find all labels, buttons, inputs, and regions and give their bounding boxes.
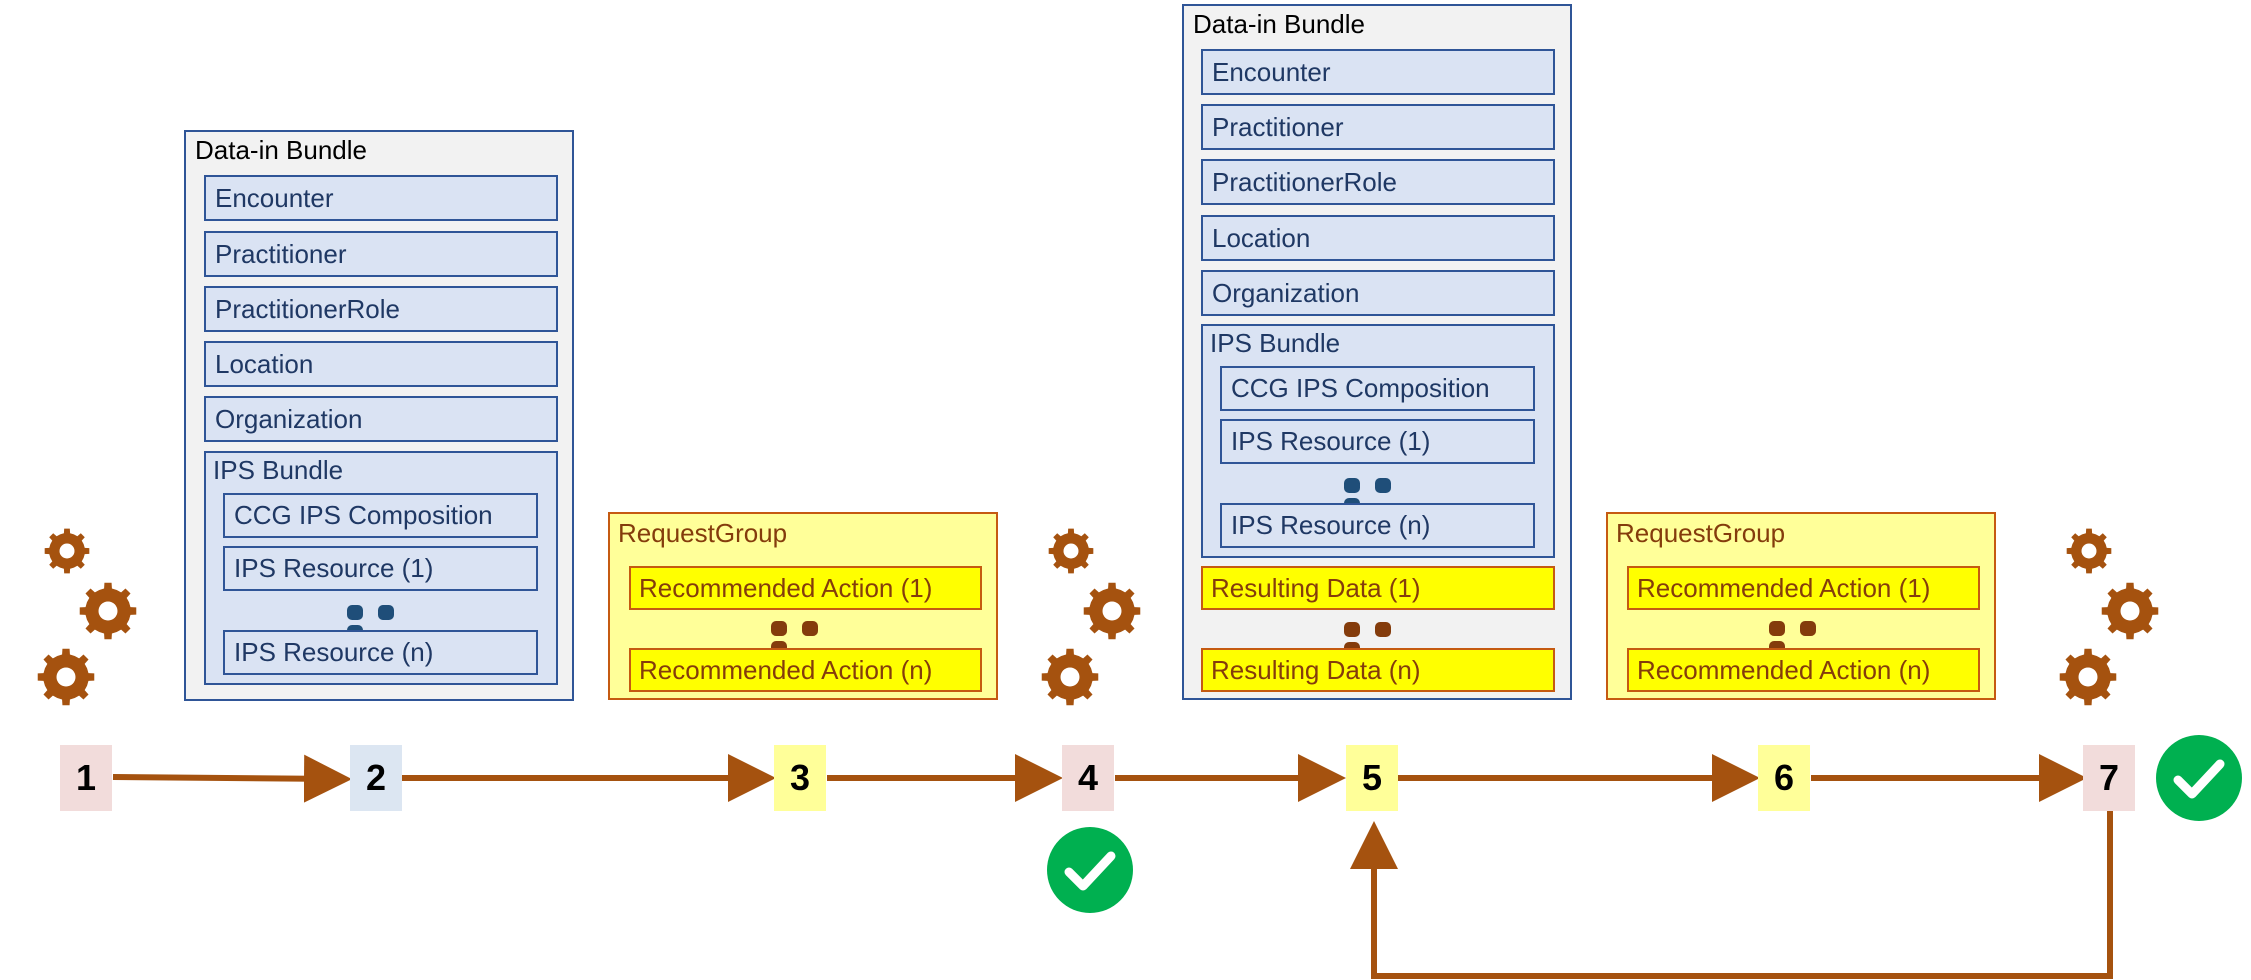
data-in-bundle-2: Data-in Bundle Encounter Practitioner Pr… <box>1182 4 1572 700</box>
gear-icon <box>1041 648 1099 706</box>
ips-resource-last: IPS Resource (n) <box>1220 503 1535 548</box>
bundle-title: Data-in Bundle <box>195 135 367 165</box>
ips-bundle: IPS Bundle CCG IPS Composition IPS Resou… <box>204 451 558 685</box>
step-2: 2 <box>350 745 402 811</box>
recommended-action-first: Recommended Action (1) <box>629 566 982 610</box>
ips-bundle-title: IPS Bundle <box>213 455 344 485</box>
ips-composition: CCG IPS Composition <box>223 493 538 538</box>
resource-organization: Organization <box>204 396 558 442</box>
recommended-action-last: Recommended Action (n) <box>1627 648 1980 692</box>
resource-practitioner-role: PractitionerRole <box>1201 159 1555 205</box>
step-5: 5 <box>1346 745 1398 811</box>
step-4: 4 <box>1062 745 1114 811</box>
ips-resource-last: IPS Resource (n) <box>223 630 538 675</box>
gear-icon <box>1083 582 1141 640</box>
ips-resource-first: IPS Resource (1) <box>223 546 538 591</box>
request-group-title: RequestGroup <box>618 518 788 548</box>
recommended-action-last: Recommended Action (n) <box>629 648 982 692</box>
step-3: 3 <box>774 745 826 811</box>
loop-arrow-7-5 <box>1350 811 2113 979</box>
resource-practitioner-role: PractitionerRole <box>204 286 558 332</box>
step-1: 1 <box>60 745 112 811</box>
request-group-title: RequestGroup <box>1616 518 1786 548</box>
ellipsis-dots <box>1344 622 1434 657</box>
resource-location: Location <box>1201 215 1555 261</box>
check-circle-icon <box>1047 827 1133 913</box>
ips-composition: CCG IPS Composition <box>1220 366 1535 411</box>
ellipsis-dots <box>347 605 437 640</box>
request-group-1: RequestGroup Recommended Action (1) Reco… <box>608 512 998 700</box>
step-7: 7 <box>2083 745 2135 811</box>
resource-encounter: Encounter <box>204 175 558 221</box>
ips-resource-first: IPS Resource (1) <box>1220 419 1535 464</box>
gear-cluster-step-1 <box>37 528 137 706</box>
resulting-data-last: Resulting Data (n) <box>1201 648 1555 692</box>
gear-cluster-step-7 <box>2059 528 2159 706</box>
ellipsis-dots <box>771 621 861 656</box>
bundle-title: Data-in Bundle <box>1193 9 1365 39</box>
step-6: 6 <box>1758 745 1810 811</box>
gear-icon <box>79 582 137 640</box>
gear-icon <box>37 648 95 706</box>
resource-practitioner: Practitioner <box>204 231 558 277</box>
resource-location: Location <box>204 341 558 387</box>
gear-icon <box>1048 528 1094 574</box>
resource-organization: Organization <box>1201 270 1555 316</box>
gear-icon <box>2101 582 2159 640</box>
resource-practitioner: Practitioner <box>1201 104 1555 150</box>
check-circle-icon <box>2156 735 2242 821</box>
ellipsis-dots <box>1344 478 1434 513</box>
resulting-data-first: Resulting Data (1) <box>1201 566 1555 610</box>
arrow-1-2 <box>112 754 352 803</box>
gear-icon <box>44 528 90 574</box>
data-in-bundle-1: Data-in Bundle Encounter Practitioner Pr… <box>184 130 574 701</box>
gear-cluster-step-4 <box>1041 528 1141 706</box>
resource-encounter: Encounter <box>1201 49 1555 95</box>
ips-bundle-title: IPS Bundle <box>1210 328 1341 358</box>
gear-icon <box>2059 648 2117 706</box>
gear-icon <box>2066 528 2112 574</box>
recommended-action-first: Recommended Action (1) <box>1627 566 1980 610</box>
ips-bundle: IPS Bundle CCG IPS Composition IPS Resou… <box>1201 324 1555 558</box>
ellipsis-dots <box>1769 621 1859 656</box>
request-group-2: RequestGroup Recommended Action (1) Reco… <box>1606 512 1996 700</box>
